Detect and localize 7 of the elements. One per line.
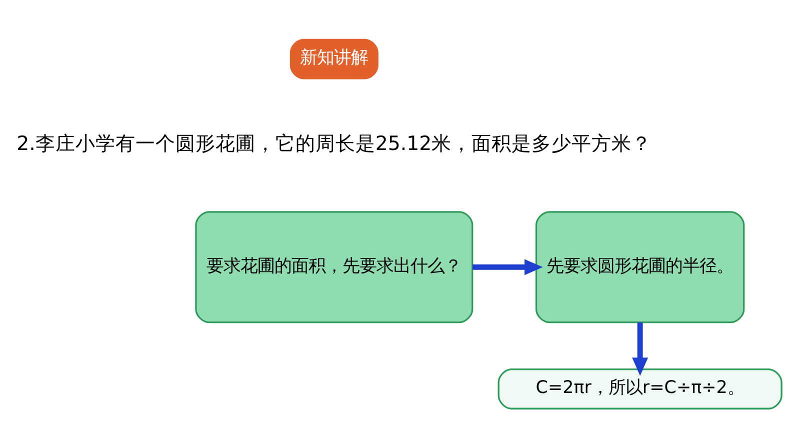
node-box: 要求花圃的面积，先要求出什么？	[195, 210, 474, 323]
label: 新知讲解	[300, 48, 368, 68]
label: 2.李庄小学有一个圆形花圃，它的周长是25.12米，面积是多少平方米？	[16, 132, 652, 155]
node-box: C=2πr，所以r=C÷π÷2。	[498, 368, 782, 409]
node-box: 先要求圆形花圃的半径。	[535, 210, 745, 323]
arrow	[632, 322, 648, 376]
arrow	[472, 258, 543, 275]
